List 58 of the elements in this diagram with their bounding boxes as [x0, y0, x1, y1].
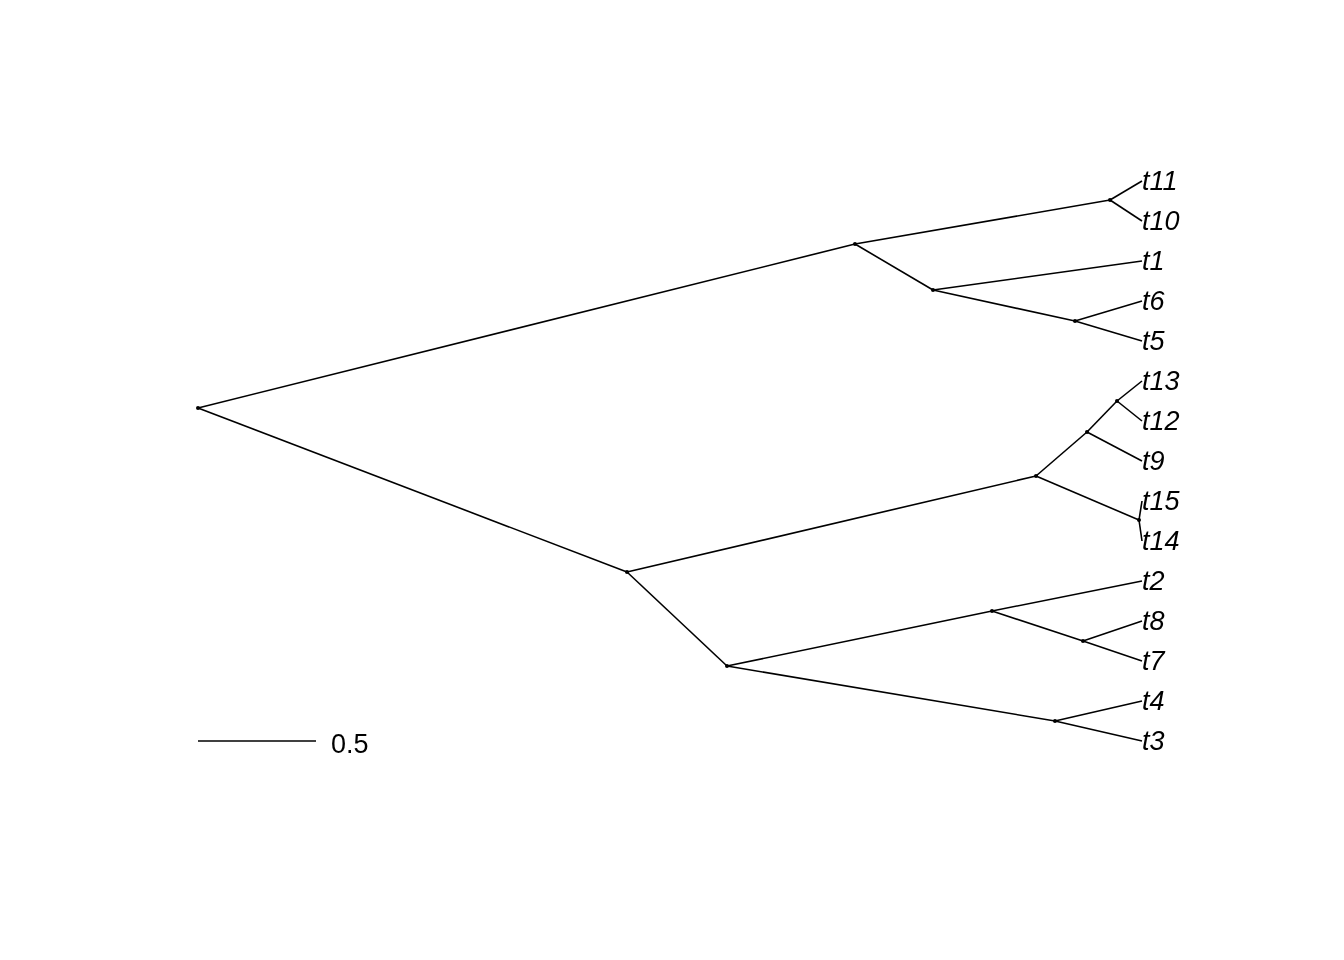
tip-label: t3 [1142, 726, 1165, 756]
tree-branch [626, 571, 728, 667]
tip-label: t4 [1142, 686, 1165, 716]
tip-label: t11 [1142, 166, 1178, 196]
tree-branch [1074, 300, 1143, 322]
branch-node [1085, 430, 1089, 434]
branch-node [1034, 474, 1038, 478]
branch-node [1073, 319, 1077, 323]
tree-branch [1082, 620, 1143, 642]
tree-branch [1082, 640, 1143, 662]
tree-branch [1138, 500, 1143, 521]
tree-branch [854, 243, 934, 291]
tree-branch [1116, 400, 1143, 422]
tree-branch [1086, 400, 1118, 433]
tree-branch [197, 243, 856, 409]
tip-label: t8 [1142, 606, 1165, 636]
branch-node [853, 242, 857, 246]
tree-branch [932, 289, 1076, 322]
tip-label: t14 [1142, 526, 1180, 556]
branch-node [1137, 518, 1141, 522]
branch-node [1081, 639, 1085, 643]
tip-label: t6 [1142, 286, 1165, 316]
tree-branch [1086, 431, 1143, 462]
tree-branch [197, 407, 628, 573]
tree-branch [932, 260, 1143, 291]
tree-branch [1054, 700, 1143, 722]
branch-node [725, 664, 729, 668]
tip-label: t7 [1142, 646, 1165, 676]
tree-branch [1138, 519, 1143, 542]
tree-branch [1074, 320, 1143, 342]
tree-branch [726, 665, 1056, 722]
tree-branch [991, 610, 1084, 642]
tree-branch [1035, 431, 1088, 477]
tip-label: t1 [1142, 246, 1165, 276]
tree-branch [626, 475, 1037, 573]
tree-branch [1109, 199, 1143, 222]
tip-label: t9 [1142, 446, 1165, 476]
branch-node [1108, 198, 1112, 202]
tree-branch [1109, 180, 1143, 201]
tree-branch [1116, 380, 1143, 402]
branch-node [1053, 719, 1057, 723]
branch-node [1115, 399, 1119, 403]
tip-label: t2 [1142, 566, 1165, 596]
tip-label: t12 [1142, 406, 1180, 436]
branch-node [931, 288, 935, 292]
tree-branch [854, 199, 1111, 245]
tree-branch [726, 610, 993, 667]
tip-label: t5 [1142, 326, 1165, 356]
tree-branch [1054, 720, 1143, 742]
tip-label: t15 [1142, 486, 1180, 516]
tip-label: t10 [1142, 206, 1180, 236]
tree-branch [991, 580, 1143, 612]
tree-branch [1035, 475, 1140, 521]
branch-node [990, 609, 994, 613]
scale-label: 0.5 [331, 729, 369, 759]
branch-node [196, 406, 200, 410]
tip-label: t13 [1142, 366, 1180, 396]
branch-node [625, 570, 629, 574]
